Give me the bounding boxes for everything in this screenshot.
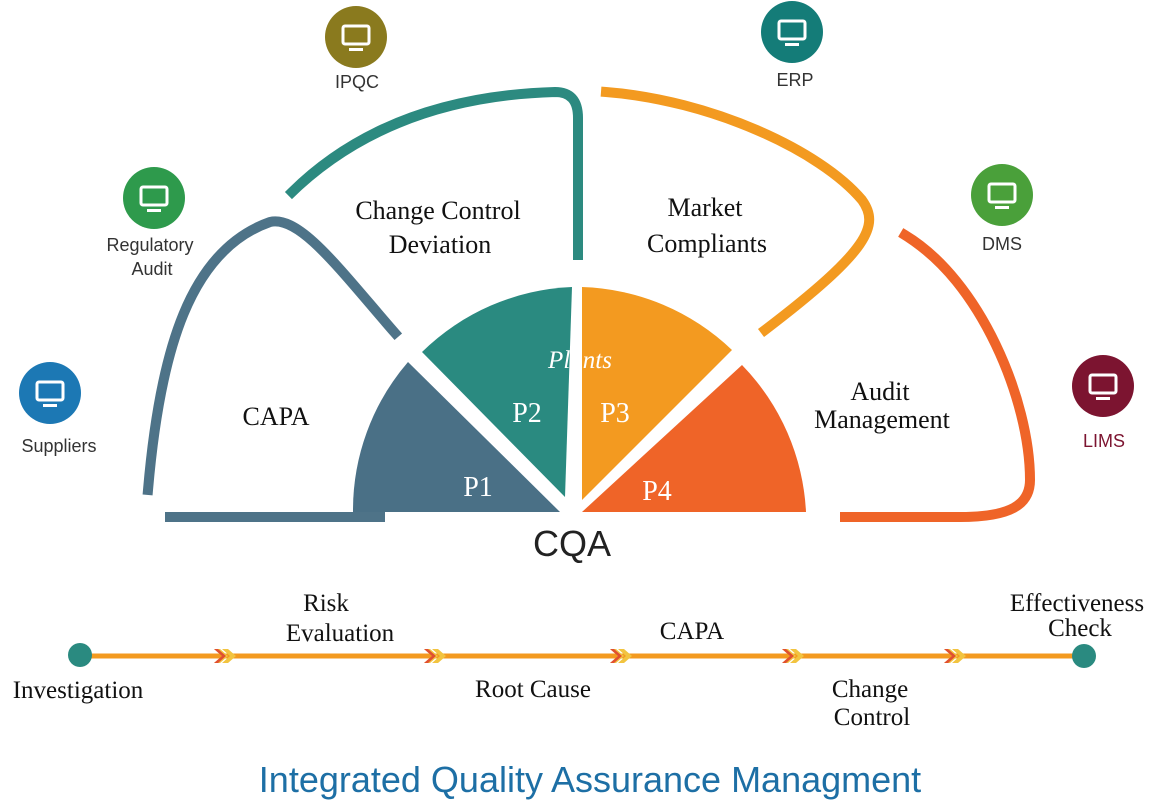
- arc-label-change-control: Change Control: [355, 196, 520, 225]
- arc-audit-management: [840, 228, 1036, 522]
- system-regulatory-audit: Regulatory Audit: [106, 167, 194, 279]
- monitor-icon: [971, 164, 1033, 226]
- plant-p4-label: P4: [642, 476, 672, 507]
- arc-label-deviation: Deviation: [389, 230, 492, 259]
- system-label: Regulatory: [106, 235, 193, 255]
- system-label: Suppliers: [21, 436, 96, 456]
- monitor-icon: [19, 362, 81, 424]
- arc-market-compliants: [600, 86, 875, 338]
- system-lims: LIMS: [1072, 355, 1134, 451]
- system-dms: DMS: [971, 164, 1033, 254]
- flow-start-dot: [68, 643, 92, 667]
- monitor-icon: [1072, 355, 1134, 417]
- step-evaluation: Evaluation: [286, 620, 395, 647]
- chevron-icon: [214, 649, 236, 663]
- arc-change-control: [284, 86, 583, 260]
- system-label-line-2: Audit: [131, 259, 172, 279]
- arc-capa: [142, 216, 403, 522]
- arc-label-capa: CAPA: [243, 402, 310, 431]
- plant-p3-label: P3: [600, 398, 630, 429]
- step-risk: Risk: [303, 590, 349, 617]
- chevron-icon: [610, 649, 632, 663]
- monitor-icon: [123, 167, 185, 229]
- system-ipqc: IPQC: [325, 6, 387, 92]
- plant-p2-label: P2: [512, 398, 542, 429]
- arc-label-management: Management: [814, 405, 951, 434]
- system-label: IPQC: [335, 72, 379, 92]
- plant-wedge-p2: [422, 287, 572, 497]
- plant-wedge-p3: [582, 287, 732, 500]
- center-label-cqa: CQA: [533, 523, 611, 564]
- step-control: Control: [834, 704, 910, 731]
- plant-wedge-p4: [582, 365, 806, 512]
- plant-wedge-p1: [352, 362, 560, 512]
- system-label: LIMS: [1083, 431, 1125, 451]
- step-check: Check: [1048, 615, 1112, 642]
- flow-end-dot: [1072, 644, 1096, 668]
- arc-label-market: Market: [667, 193, 743, 222]
- system-erp: ERP: [761, 1, 823, 90]
- monitor-icon: [761, 1, 823, 63]
- monitor-icon: [325, 6, 387, 68]
- plant-p1-label: P1: [463, 472, 493, 503]
- chevron-icon: [782, 649, 804, 663]
- chevron-icon: [424, 649, 446, 663]
- plants-label: Plants: [547, 347, 612, 374]
- step-change: Change: [832, 676, 908, 703]
- system-suppliers: Suppliers: [19, 362, 97, 456]
- step-effectiveness: Effectiveness: [1010, 590, 1144, 617]
- step-investigation: Investigation: [13, 677, 144, 704]
- arc-label-audit: Audit: [850, 377, 910, 406]
- system-label: ERP: [776, 70, 813, 90]
- step-capa: CAPA: [660, 618, 724, 645]
- footer-title: Integrated Quality Assurance Managment: [259, 759, 921, 800]
- arc-label-compliants: Compliants: [647, 229, 767, 258]
- step-root-cause: Root Cause: [475, 676, 591, 703]
- system-label: DMS: [982, 234, 1022, 254]
- chevron-icon: [944, 649, 966, 663]
